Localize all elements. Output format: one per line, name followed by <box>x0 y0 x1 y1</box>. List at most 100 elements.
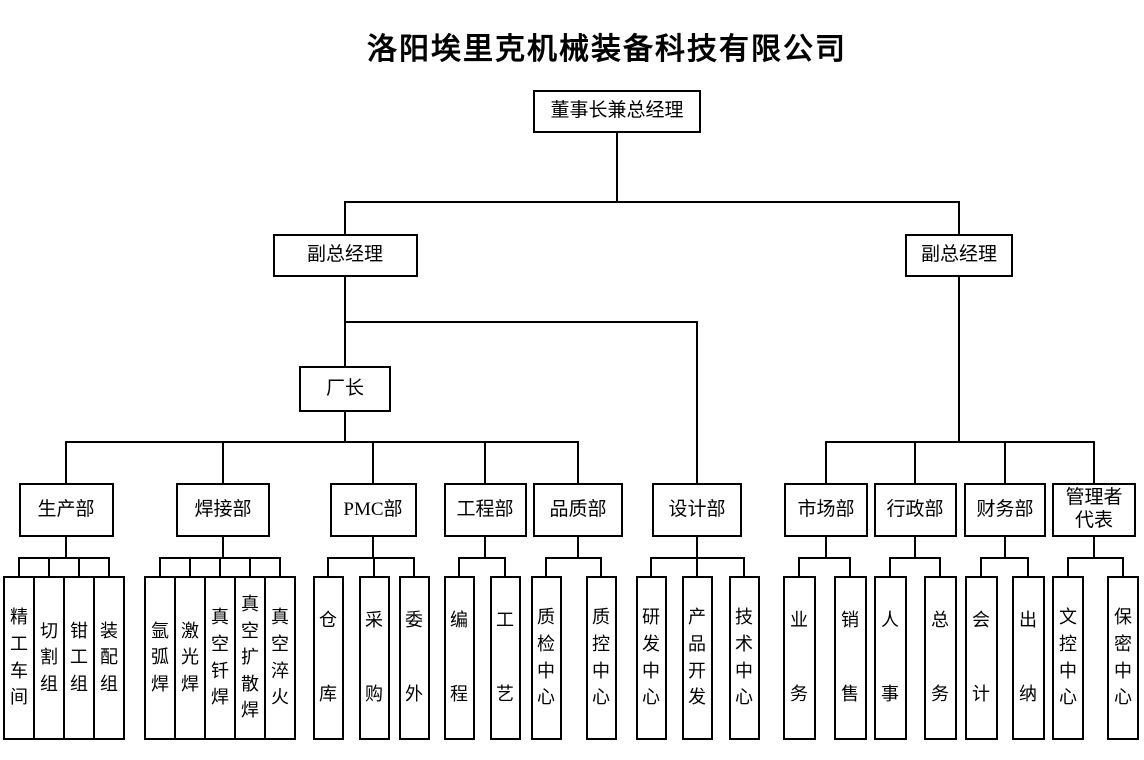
leaf-char: 术 <box>735 633 753 654</box>
connector-line <box>545 557 602 559</box>
connector-line <box>222 537 224 558</box>
node-leaf-xiaoshou: 销售 <box>833 576 867 740</box>
connector-line <box>65 537 67 558</box>
node-leaf-weiwai: 委外 <box>398 576 430 740</box>
leaf-char: 间 <box>10 687 28 708</box>
node-dept-market: 市场部 <box>784 483 868 537</box>
leaf-char: 钳 <box>70 620 88 641</box>
connector-line <box>373 558 375 576</box>
leaf-char: 真 <box>241 594 259 615</box>
leaf-char: 品 <box>688 633 706 654</box>
node-leaf-chuna: 出纳 <box>1011 576 1045 740</box>
node-dept-finance: 财务部 <box>964 483 1046 537</box>
leaf-char: 业 <box>790 610 808 631</box>
leaf-char: 弧 <box>151 647 169 668</box>
leaf-char: 发 <box>688 687 706 708</box>
connector-line <box>798 557 851 559</box>
node-leaf-zhijian-center: 质检中心 <box>530 576 562 740</box>
leaf-char: 工 <box>10 633 28 654</box>
leaf-char: 焊 <box>211 687 229 708</box>
leaf-char: 质 <box>592 607 610 628</box>
connector-line <box>222 442 224 483</box>
connector-line <box>327 558 329 576</box>
connector-line <box>696 558 698 576</box>
connector-line <box>1067 558 1069 576</box>
leaf-char: 出 <box>1019 610 1037 631</box>
leaf-char: 委 <box>405 610 423 631</box>
connector-line <box>159 558 161 576</box>
leaf-char: 空 <box>241 620 259 641</box>
connector-line <box>696 537 698 558</box>
node-leaf-jinggong-chejian: 精工车间 <box>3 576 35 740</box>
leaf-char: 编 <box>450 610 468 631</box>
leaf-char: 组 <box>70 673 88 694</box>
leaf-char: 激 <box>181 620 199 641</box>
leaf-char: 质 <box>537 607 555 628</box>
connector-line <box>825 442 827 483</box>
node-leaf-zhenkong-qianhan: 真空钎焊 <box>204 576 236 740</box>
leaf-char: 控 <box>592 633 610 654</box>
leaf-char: 采 <box>365 610 383 631</box>
leaf-char: 总 <box>931 610 949 631</box>
connector-line <box>18 558 20 576</box>
leaf-char: 心 <box>592 687 610 708</box>
leaf-char: 工 <box>496 610 514 631</box>
node-dept-production: 生产部 <box>18 483 114 537</box>
connector-line <box>504 558 506 576</box>
connector-line <box>344 201 960 203</box>
node-dept-engineering: 工程部 <box>443 483 527 537</box>
leaf-char: 心 <box>1059 687 1077 708</box>
connector-line <box>980 558 982 576</box>
leaf-char: 中 <box>735 660 753 681</box>
connector-line <box>849 558 851 576</box>
leaf-char: 钎 <box>211 660 229 681</box>
connector-line <box>939 558 941 576</box>
leaf-char: 中 <box>1059 660 1077 681</box>
connector-line <box>696 322 698 483</box>
node-leaf-kuaiji: 会计 <box>964 576 998 740</box>
leaf-char: 开 <box>688 660 706 681</box>
leaf-char: 空 <box>271 633 289 654</box>
leaf-char: 心 <box>735 687 753 708</box>
node-leaf-yewu: 业务 <box>782 576 816 740</box>
connector-line <box>1004 442 1006 483</box>
node-leaf-gongyi: 工艺 <box>489 576 521 740</box>
connector-line <box>825 537 827 558</box>
node-leaf-chanpin-kaifa: 产品开发 <box>681 576 713 740</box>
node-leaf-qiangong-zu: 钳工组 <box>63 576 95 740</box>
node-dept-pmc: PMC部 <box>329 483 417 537</box>
leaf-char: 空 <box>211 633 229 654</box>
node-dept-admin: 行政部 <box>873 483 957 537</box>
connector-line <box>249 558 251 576</box>
connector-line <box>344 202 346 234</box>
connector-line <box>108 558 110 576</box>
connector-line <box>798 558 800 576</box>
node-leaf-caigou: 采购 <box>358 576 390 740</box>
leaf-char: 库 <box>319 684 337 704</box>
leaf-char: 文 <box>1059 607 1077 628</box>
leaf-char: 仓 <box>319 610 337 631</box>
connector-line <box>914 537 916 558</box>
leaf-char: 人 <box>881 610 899 631</box>
node-dept-design: 设计部 <box>652 483 742 537</box>
leaf-char: 中 <box>592 660 610 681</box>
node-leaf-zhikong-center: 质控中心 <box>585 576 617 740</box>
node-leaf-cangku: 仓库 <box>312 576 344 740</box>
connector-line <box>458 558 460 576</box>
leaf-char: 淬 <box>271 660 289 681</box>
connector-line <box>219 558 221 576</box>
connector-line <box>914 442 916 483</box>
leaf-char: 计 <box>972 684 990 704</box>
leaf-char: 会 <box>972 610 990 631</box>
node-leaf-yahu-han: 氩弧焊 <box>144 576 176 740</box>
node-dept-quality: 品质部 <box>533 483 623 537</box>
connector-line <box>189 558 191 576</box>
leaf-char: 务 <box>931 684 949 704</box>
leaf-char: 程 <box>450 684 468 704</box>
connector-line <box>458 557 506 559</box>
leaf-char: 售 <box>841 684 859 704</box>
leaf-char: 氩 <box>151 620 169 641</box>
connector-line <box>1093 537 1095 558</box>
connector-line <box>1093 442 1095 483</box>
connector-line <box>600 558 602 576</box>
